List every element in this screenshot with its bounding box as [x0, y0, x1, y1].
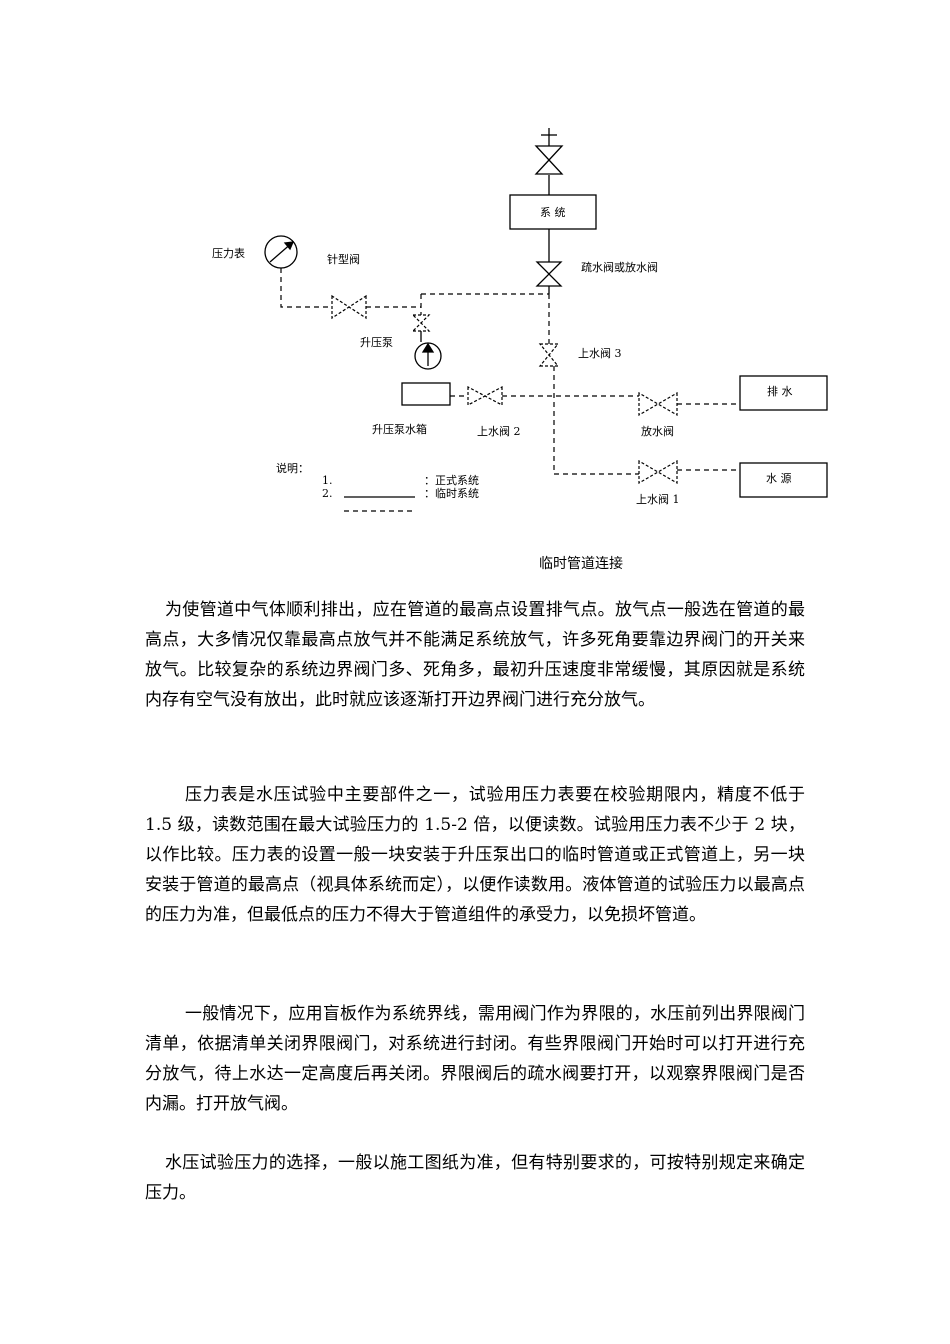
- figure-caption: 临时管道连接: [539, 556, 623, 572]
- top-valve-icon: [534, 145, 564, 175]
- drainage-box: [739, 375, 828, 411]
- fill-valve-2-icon: [467, 386, 503, 406]
- discharge-valve-icon: [638, 391, 678, 417]
- label-pressure-gauge: 压力表: [212, 246, 245, 260]
- legend-item1-num: 1.: [322, 474, 333, 487]
- drain-valve-icon: [535, 261, 563, 287]
- gauge-pipe: [280, 268, 332, 308]
- needle-valve-icon: [331, 294, 367, 320]
- label-system: 系 统: [540, 206, 566, 219]
- paragraph-venting: 为使管道中气体顺利排出，应在管道的最高点设置排气点。放气点一般选在管道的最高点，…: [145, 600, 805, 710]
- label-discharge-valve: 放水阀: [641, 424, 674, 438]
- label-fill-valve-3: 上水阀 3: [578, 346, 622, 360]
- paragraph-pressure-gauge: 压力表是水压试验中主要部件之一，试验用压力表要在校验期限内，精度不低于 1.5 …: [145, 785, 805, 925]
- pump-valve-icon: [411, 314, 431, 332]
- system-box: [509, 194, 597, 230]
- temporary-piping-diagram: 压力表 针型阀 系 统 疏水阀或放水阀 升压泵 上水阀 3 升压泵水箱 上水阀 …: [212, 128, 828, 512]
- paragraph-test-pressure: 水压试验压力的选择，一般以施工图纸为准，但有特别要求的，可按特别规定来确定压力。: [145, 1153, 805, 1203]
- legend-item2-num: 2.: [322, 487, 333, 500]
- label-pump-tank: 升压泵水箱: [372, 422, 427, 436]
- label-needle-valve: 针型阀: [327, 252, 360, 266]
- legend-item1-text: ：正式系统: [424, 474, 479, 487]
- label-fill-valve-2: 上水阀 2: [477, 424, 521, 438]
- label-fill-valve-1: 上水阀 1: [636, 492, 680, 506]
- booster-pump-icon: [414, 331, 442, 370]
- legend-item2-text: ：临时系统: [424, 486, 479, 500]
- water-source-box: [739, 462, 828, 498]
- label-drain-valve: 疏水阀或放水阀: [581, 260, 658, 274]
- label-booster-pump: 升压泵: [360, 336, 393, 349]
- paragraph-boundary-valves: 一般情况下，应用盲板作为系统界线，需用阀门作为界限的，水压前列出界限阀门清单，依…: [145, 1004, 805, 1114]
- legend-title: 说明：: [276, 461, 309, 475]
- pressure-gauge-icon: [264, 235, 298, 269]
- top-pipe: [541, 128, 557, 195]
- pump-tank-box: [401, 382, 451, 406]
- label-drainage: 排 水: [767, 384, 793, 398]
- fill-valve-1-icon: [638, 459, 678, 485]
- label-water-source: 水 源: [766, 471, 792, 485]
- fill-valve-3-icon: [538, 343, 560, 367]
